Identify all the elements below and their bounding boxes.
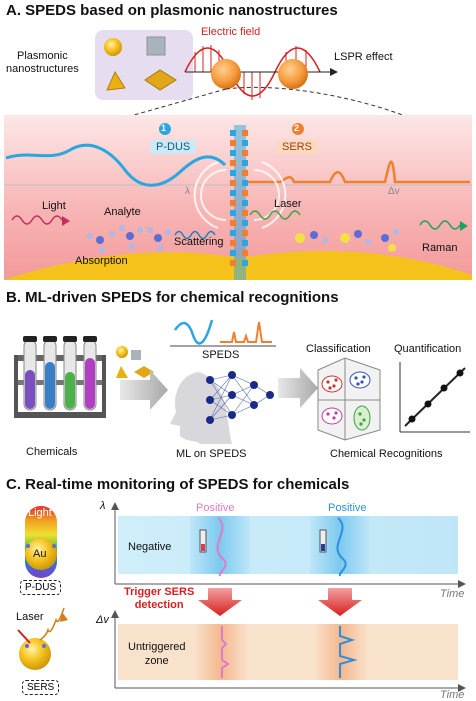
trigger-arrow-2 bbox=[318, 588, 362, 616]
light-label: Light bbox=[42, 200, 66, 212]
test-tube-rack-icon bbox=[14, 336, 106, 418]
light-wave-arrow bbox=[11, 215, 63, 225]
sers-number-badge bbox=[292, 123, 304, 135]
raman-label: Raman bbox=[422, 242, 458, 254]
sers-trace-2 bbox=[339, 626, 358, 678]
lspr-label: LSPR effect bbox=[334, 51, 393, 63]
pdus-spectrum-line bbox=[5, 143, 227, 187]
laser-wave-arrow bbox=[249, 210, 301, 220]
pdus-tag: P-DUS bbox=[150, 140, 197, 154]
quantification-plot-icon bbox=[399, 362, 470, 433]
sers-box-label: SERS bbox=[22, 680, 60, 695]
au-label: Au bbox=[33, 548, 47, 560]
gold-array-icon bbox=[144, 69, 177, 91]
light-label-c: Light bbox=[28, 507, 52, 519]
laser-label-c: Laser bbox=[16, 611, 44, 623]
negative-band bbox=[118, 516, 458, 574]
untriggered-label: Untriggered zone bbox=[128, 641, 186, 667]
probe-icon-2 bbox=[319, 529, 327, 553]
positive-label-1: Positive bbox=[196, 502, 235, 514]
pdus-number: 1 bbox=[161, 123, 167, 133]
section-a-title: A. SPEDS based on plasmonic nanostructur… bbox=[6, 2, 338, 19]
sers-spectrum-line bbox=[248, 160, 470, 184]
arrow-to-recognition-icon bbox=[278, 368, 318, 408]
scattering-ripples bbox=[193, 161, 287, 229]
probe-icon-1 bbox=[199, 529, 207, 553]
delta-v-axis-label: Δv bbox=[96, 614, 109, 626]
recognition-label: Chemical Recognitions bbox=[330, 448, 443, 460]
au-sphere-pdus bbox=[25, 538, 57, 570]
lambda-axis-label: λ bbox=[100, 500, 106, 512]
laser-arrow-in bbox=[17, 629, 31, 644]
sers-tag: SERS bbox=[276, 140, 318, 154]
raman-wave-arrow bbox=[419, 220, 461, 230]
plasmonic-label: Plasmonic nanostructures bbox=[6, 50, 79, 75]
negative-label: Negative bbox=[128, 541, 172, 553]
lspr-sphere-2 bbox=[278, 59, 308, 89]
sers-number: 2 bbox=[294, 123, 300, 133]
positive-label-2: Positive bbox=[328, 502, 367, 514]
positive-band-1 bbox=[190, 516, 250, 574]
lambda-symbol: λ bbox=[185, 186, 190, 197]
ml-head-icon bbox=[170, 372, 232, 444]
arrow-to-ml-icon bbox=[120, 370, 168, 410]
delta-v-symbol: Δv bbox=[388, 186, 400, 197]
analyte-label: Analyte bbox=[104, 206, 141, 218]
trigger-label: Trigger SERS detection bbox=[124, 586, 195, 611]
speds-blue-spectrum bbox=[173, 319, 214, 345]
speds-orange-spectrum bbox=[220, 321, 272, 343]
gold-cube-icon bbox=[146, 36, 166, 56]
time-label-top: Time bbox=[440, 588, 465, 600]
quantification-label: Quantification bbox=[394, 343, 462, 355]
nanostructure-wall bbox=[230, 125, 248, 280]
section-c-title: C. Real-time monitoring of SPEDS for che… bbox=[6, 476, 350, 493]
sers-trace-1 bbox=[221, 626, 230, 678]
speds-label: SPEDS bbox=[202, 349, 240, 361]
pdus-number-badge bbox=[159, 123, 171, 135]
gold-sphere-icon bbox=[104, 38, 122, 56]
small-gold-sphere-icon bbox=[116, 346, 128, 358]
electric-field-label: Electric field bbox=[201, 26, 261, 38]
small-gold-pyramid-icon bbox=[116, 366, 128, 378]
gold-pyramid-icon bbox=[106, 70, 126, 91]
positive-band-2 bbox=[310, 516, 370, 574]
section-b-title: B. ML-driven SPEDS for chemical recognit… bbox=[6, 289, 339, 306]
positive-trace-2 bbox=[336, 517, 347, 577]
ml-label: ML on SPEDS bbox=[176, 448, 247, 460]
small-gold-cube-icon bbox=[131, 350, 141, 360]
au-sphere-sers bbox=[19, 638, 51, 670]
positive-trace-1 bbox=[216, 517, 227, 577]
small-gold-array-icon bbox=[134, 366, 154, 378]
lspr-sphere-1 bbox=[211, 59, 241, 89]
classification-label: Classification bbox=[306, 343, 371, 355]
laser-label: Laser bbox=[274, 198, 302, 210]
time-label-bottom: Time bbox=[440, 689, 465, 701]
chemicals-label: Chemicals bbox=[26, 446, 78, 458]
untriggered-band bbox=[118, 624, 458, 680]
raman-arrow-out bbox=[39, 607, 65, 641]
absorption-label: Absorption bbox=[75, 255, 128, 267]
classification-icon bbox=[317, 357, 381, 441]
analyte-molecules bbox=[87, 225, 399, 253]
pdus-box-label: P-DUS bbox=[20, 580, 62, 595]
trigger-arrow-1 bbox=[198, 588, 242, 616]
neural-network-icon bbox=[209, 374, 271, 421]
scattering-label: Scattering bbox=[174, 236, 224, 248]
scattering-wave-arrow bbox=[174, 230, 216, 240]
